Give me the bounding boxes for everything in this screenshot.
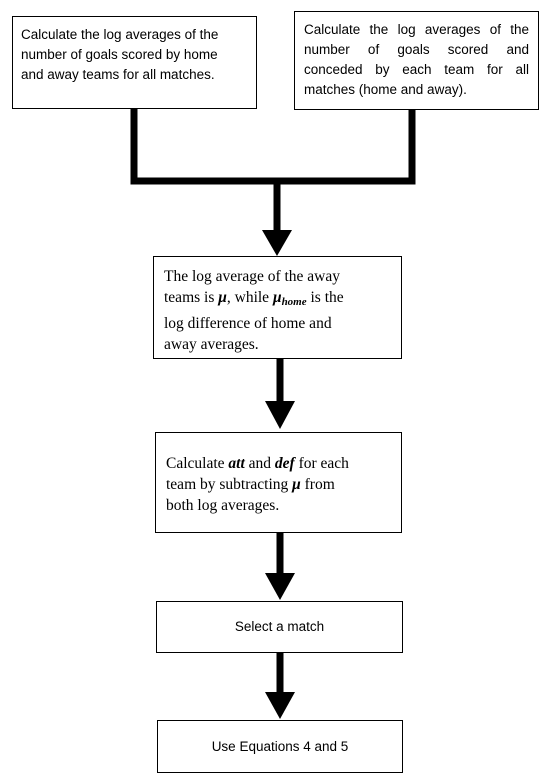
box-text-line: conceded by each team for all xyxy=(304,62,529,77)
box-text-line: and away teams for all matches. xyxy=(21,67,215,82)
select-match-label: Select a match xyxy=(234,619,325,634)
mu-home-symbol: μhome xyxy=(272,289,307,308)
box-text-line: team by subtracting μ from xyxy=(166,474,391,495)
def-term: def xyxy=(274,455,295,472)
text-segment: from xyxy=(300,476,335,493)
select-match-box: Select a match xyxy=(156,601,403,653)
use-equations-box: Use Equations 4 and 5 xyxy=(157,720,403,773)
mu-home-subscript: home xyxy=(281,296,307,308)
mu-symbol: μ xyxy=(218,289,227,306)
box-text-line: number of goals scored by home xyxy=(21,47,218,62)
use-equations-label: Use Equations 4 and 5 xyxy=(211,738,349,754)
box-text-line: Calculate att and def for each xyxy=(166,453,391,474)
arrowhead-1 xyxy=(262,230,292,256)
mu-symbol: μ xyxy=(292,476,301,493)
box-text-line: teams is μ, while μhome is the xyxy=(164,287,391,313)
box-text-line: matches (home and away). xyxy=(304,82,467,97)
text-segment: and xyxy=(244,455,275,472)
box-text-line: Calculate the log averages of the xyxy=(21,27,219,42)
box-text-line: number of goals scored and xyxy=(304,42,529,57)
mu-definition-box: The log average of the away teams is μ, … xyxy=(153,256,402,359)
box-text-line: Calculate the log averages of the xyxy=(304,22,529,37)
text-segment: team by subtracting xyxy=(166,476,293,493)
arrowhead-4 xyxy=(265,692,295,719)
goals-home-away-box: Calculate the log averages of the number… xyxy=(12,16,257,109)
connector-merge xyxy=(130,109,416,185)
text-segment: Calculate xyxy=(166,455,229,472)
box-text-line: away averages. xyxy=(164,336,259,353)
text-segment: for each xyxy=(294,455,349,472)
goals-scored-conceded-box: Calculate the log averages of the number… xyxy=(294,11,539,110)
text-segment: teams is xyxy=(164,289,219,306)
arrowhead-3 xyxy=(265,573,295,600)
mu-home-base: μ xyxy=(272,289,282,306)
text-segment: , while xyxy=(226,289,273,306)
att-term: att xyxy=(228,455,245,472)
text-segment: is the xyxy=(306,289,344,306)
att-def-box: Calculate att and def for each team by s… xyxy=(155,432,402,533)
box-text-line: The log average of the away xyxy=(164,268,341,285)
arrowhead-2 xyxy=(265,401,295,429)
box-text-line: both log averages. xyxy=(166,497,280,514)
box-text-line: log difference of home and xyxy=(164,315,332,332)
